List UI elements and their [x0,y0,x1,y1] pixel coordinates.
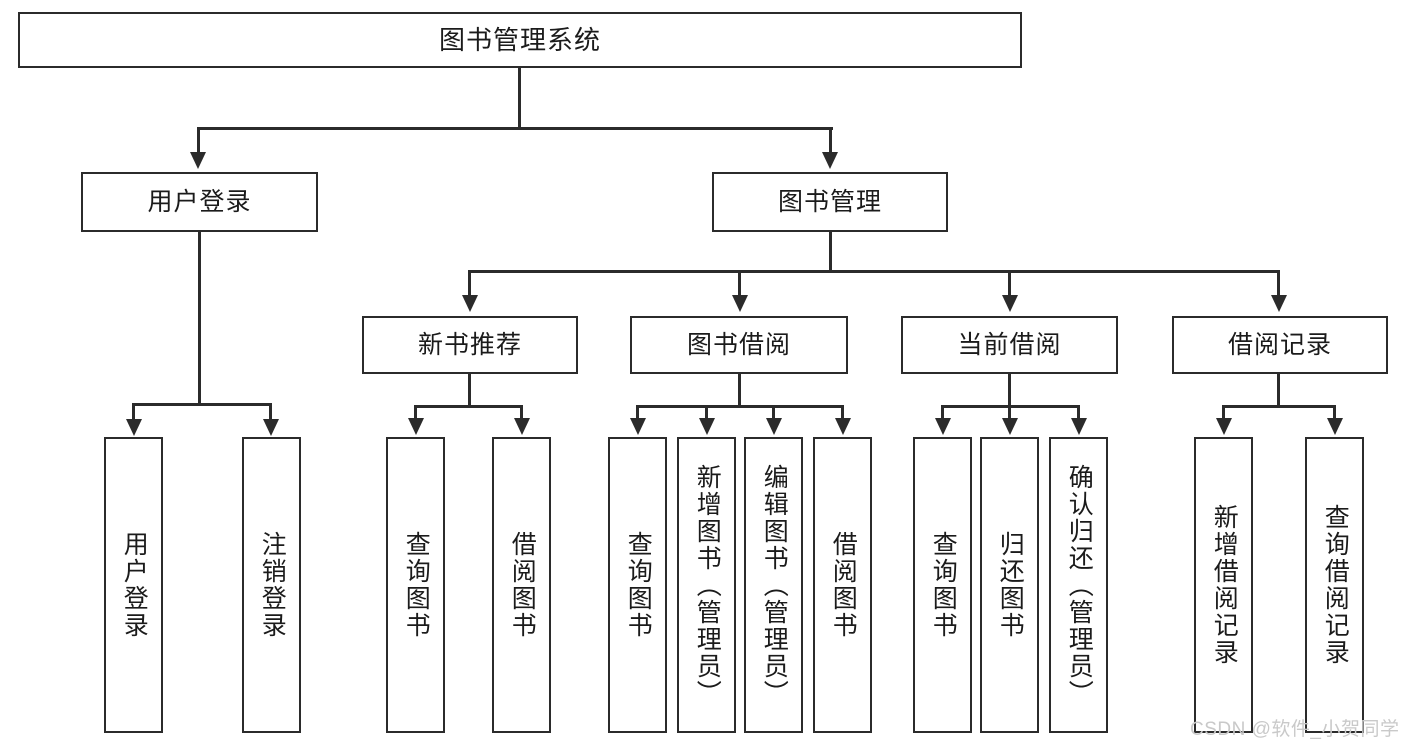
edge-root-to-book-management [829,127,832,154]
edge-user-login-drop-1 [132,403,135,423]
node-label: 借阅图书 [508,531,537,639]
edge-current-borrow-stem [1008,374,1011,407]
leaf-cb-confirm-return[interactable]: 确认归还（管理员） [1049,437,1108,733]
edge-book-borrow-stem [738,374,741,407]
node-label: 借阅图书 [829,531,858,639]
node-label: 用户登录 [120,531,149,639]
leaf-logout[interactable]: 注销登录 [242,437,301,733]
leaf-bb-query-book[interactable]: 查询图书 [608,437,667,733]
edge-br-drop-2 [1333,405,1336,421]
edge-bb-drop-2 [705,405,708,421]
arrowhead-cb-confirm-return [1071,418,1087,435]
leaf-bb-add-book[interactable]: 新增图书（管理员） [677,437,736,733]
arrowhead-bb-query-book [630,418,646,435]
leaf-user-login[interactable]: 用户登录 [104,437,163,733]
arrowhead-leaf-logout [263,419,279,436]
node-label: 归还图书 [996,531,1025,639]
node-label: 借阅记录 [1227,330,1332,359]
arrowhead-leaf-user-login [126,419,142,436]
edge-root-to-user-login [197,127,200,154]
node-label: 查询图书 [402,531,431,639]
watermark-text: CSDN @软件_小贺同学 [1190,719,1400,740]
edge-cb-drop-3 [1077,405,1080,421]
edge-book-management-bus [468,270,1279,273]
edge-user-login-stem [198,232,201,405]
arrowhead-book-borrow [732,295,748,312]
node-label: 当前借阅 [957,330,1062,359]
edge-user-login-drop-2 [269,403,272,423]
node-root-book-management-system[interactable]: 图书管理系统 [18,12,1022,68]
edge-new-book-drop-1 [414,405,417,421]
edge-br-drop-1 [1222,405,1225,421]
arrowhead-root-to-book-management [822,152,838,169]
edge-bm-drop-borrow-record [1277,270,1280,298]
leaf-nb-query-book[interactable]: 查询图书 [386,437,445,733]
edge-bb-drop-4 [841,405,844,421]
arrowhead-new-book-recommend [462,295,478,312]
edge-bb-drop-1 [636,405,639,421]
leaf-br-add-record[interactable]: 新增借阅记录 [1194,437,1253,733]
node-book-management[interactable]: 图书管理 [712,172,948,232]
node-label: 查询图书 [929,531,958,639]
node-book-borrow[interactable]: 图书借阅 [630,316,848,374]
edge-new-book-stem [468,374,471,407]
edge-book-borrow-bus [636,405,844,408]
node-current-borrow[interactable]: 当前借阅 [901,316,1118,374]
leaf-br-query-record[interactable]: 查询借阅记录 [1305,437,1364,733]
arrowhead-cb-query-book [935,418,951,435]
arrowhead-bb-add-book [699,418,715,435]
edge-root-stem [518,68,521,128]
node-label: 查询借阅记录 [1321,504,1350,666]
node-label: 注销登录 [258,531,287,639]
node-label: 图书管理 [777,187,882,216]
arrowhead-br-query-record [1327,418,1343,435]
edge-bm-drop-current-borrow [1008,270,1011,298]
edge-borrow-record-stem [1277,374,1280,407]
node-borrow-record[interactable]: 借阅记录 [1172,316,1388,374]
edge-bm-drop-book-borrow [738,270,741,298]
node-label: 新增图书（管理员） [693,463,722,707]
arrowhead-current-borrow [1002,295,1018,312]
edge-new-book-bus [414,405,522,408]
edge-bb-drop-3 [772,405,775,421]
arrowhead-nb-query-book [408,418,424,435]
arrowhead-bb-edit-book [766,418,782,435]
edge-borrow-record-bus [1222,405,1335,408]
arrowhead-borrow-record [1271,295,1287,312]
edge-bm-drop-new-book [468,270,471,298]
edge-new-book-drop-2 [520,405,523,421]
node-label: 用户登录 [147,187,252,216]
arrowhead-cb-return-book [1002,418,1018,435]
edge-cb-drop-1 [941,405,944,421]
leaf-bb-edit-book[interactable]: 编辑图书（管理员） [744,437,803,733]
edge-book-management-stem [829,232,832,272]
edge-cb-drop-2 [1008,405,1011,421]
edge-user-login-bus [132,403,271,406]
arrowhead-nb-borrow-book [514,418,530,435]
node-label: 新书推荐 [417,330,522,359]
edge-root-bus [197,127,833,130]
node-label: 编辑图书（管理员） [760,463,789,707]
leaf-cb-query-book[interactable]: 查询图书 [913,437,972,733]
leaf-cb-return-book[interactable]: 归还图书 [980,437,1039,733]
node-label: 图书管理系统 [438,25,601,55]
arrowhead-bb-borrow-book [835,418,851,435]
node-label: 查询图书 [624,531,653,639]
arrowhead-br-add-record [1216,418,1232,435]
node-label: 确认归还（管理员） [1065,463,1094,707]
node-new-book-recommend[interactable]: 新书推荐 [362,316,578,374]
node-label: 图书借阅 [686,330,791,359]
node-user-login[interactable]: 用户登录 [81,172,318,232]
node-label: 新增借阅记录 [1210,504,1239,666]
arrowhead-root-to-user-login [190,152,206,169]
leaf-nb-borrow-book[interactable]: 借阅图书 [492,437,551,733]
leaf-bb-borrow-book[interactable]: 借阅图书 [813,437,872,733]
